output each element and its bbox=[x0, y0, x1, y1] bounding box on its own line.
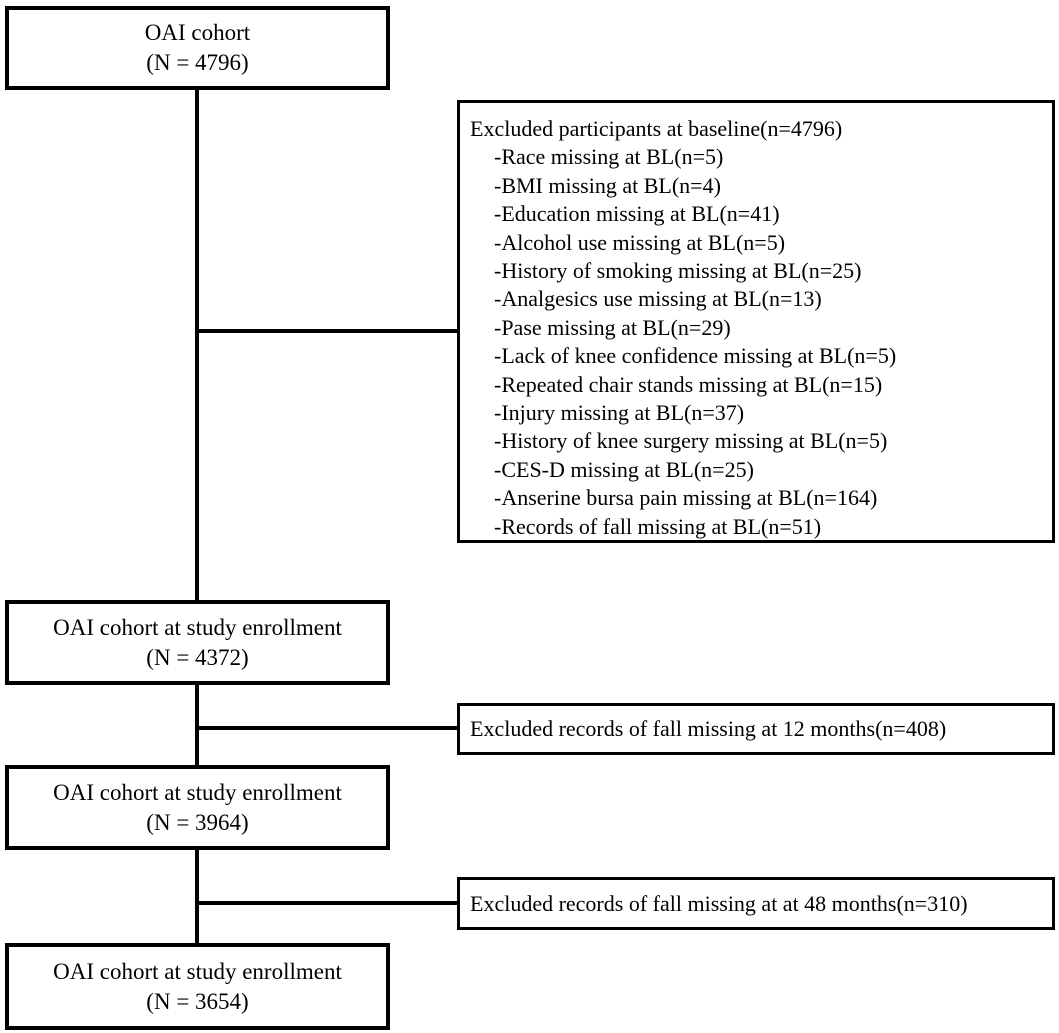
box-enrollment-4372: OAI cohort at study enrollment (N = 4372… bbox=[5, 600, 390, 685]
connector-branch-48-months bbox=[197, 901, 457, 905]
excluded-item-injury: -Injury missing at BL(n=37) bbox=[494, 400, 745, 426]
excluded-12-months-label: Excluded records of fall missing at 12 m… bbox=[470, 716, 947, 741]
box-enrollment-3654: OAI cohort at study enrollment (N = 3654… bbox=[5, 943, 390, 1030]
box-oai-cohort: OAI cohort (N = 4796) bbox=[5, 6, 390, 90]
box-enrollment-3654-label: OAI cohort at study enrollment bbox=[53, 958, 342, 984]
excluded-item-knee-confidence: -Lack of knee confidence missing at BL(n… bbox=[494, 343, 897, 369]
excluded-item-anserine-bursa: -Anserine bursa pain missing at BL(n=164… bbox=[494, 485, 878, 511]
box-enrollment-3654-count: (N = 3654) bbox=[146, 988, 249, 1014]
excluded-item-pase: -Pase missing at BL(n=29) bbox=[494, 314, 731, 340]
connector-vertical-middle bbox=[195, 685, 199, 765]
excluded-item-cesd: -CES-D missing at BL(n=25) bbox=[494, 456, 754, 482]
excluded-item-alcohol: -Alcohol use missing at BL(n=5) bbox=[494, 229, 786, 255]
box-enrollment-3964: OAI cohort at study enrollment (N = 3964… bbox=[5, 765, 390, 850]
excluded-48-months-label: Excluded records of fall missing at at 4… bbox=[470, 890, 968, 916]
excluded-item-records-of-fall: -Records of fall missing at BL(n=51) bbox=[494, 513, 822, 539]
excluded-baseline-title: Excluded participants at baseline(n=4796… bbox=[470, 116, 843, 141]
excluded-item-race: -Race missing at BL(n=5) bbox=[494, 144, 724, 170]
box-oai-cohort-label: OAI cohort bbox=[144, 20, 251, 45]
box-enrollment-3964-count: (N = 3964) bbox=[146, 809, 249, 835]
connector-branch-baseline bbox=[197, 329, 457, 333]
box-enrollment-3964-label: OAI cohort at study enrollment bbox=[53, 779, 342, 805]
excluded-item-knee-surgery: -History of knee surgery missing at BL(n… bbox=[494, 428, 888, 454]
box-oai-cohort-count: (N = 4796) bbox=[146, 50, 249, 75]
box-enrollment-4372-count: (N = 4372) bbox=[146, 644, 249, 670]
excluded-item-bmi: -BMI missing at BL(n=4) bbox=[494, 172, 721, 198]
connector-vertical-top bbox=[195, 90, 199, 600]
excluded-item-chair-stands: -Repeated chair stands missing at BL(n=1… bbox=[494, 371, 883, 397]
connector-branch-12-months bbox=[197, 726, 457, 730]
connector-vertical-bottom bbox=[195, 850, 199, 943]
box-excluded-baseline: Excluded participants at baseline(n=4796… bbox=[457, 100, 1055, 543]
excluded-item-education: -Education missing at BL(n=41) bbox=[494, 201, 780, 227]
excluded-item-smoking: -History of smoking missing at BL(n=25) bbox=[494, 258, 862, 284]
excluded-item-analgesics: -Analgesics use missing at BL(n=13) bbox=[494, 286, 822, 312]
box-excluded-12-months: Excluded records of fall missing at 12 m… bbox=[457, 703, 1055, 755]
box-excluded-48-months: Excluded records of fall missing at at 4… bbox=[457, 877, 1055, 930]
box-enrollment-4372-label: OAI cohort at study enrollment bbox=[53, 614, 342, 640]
